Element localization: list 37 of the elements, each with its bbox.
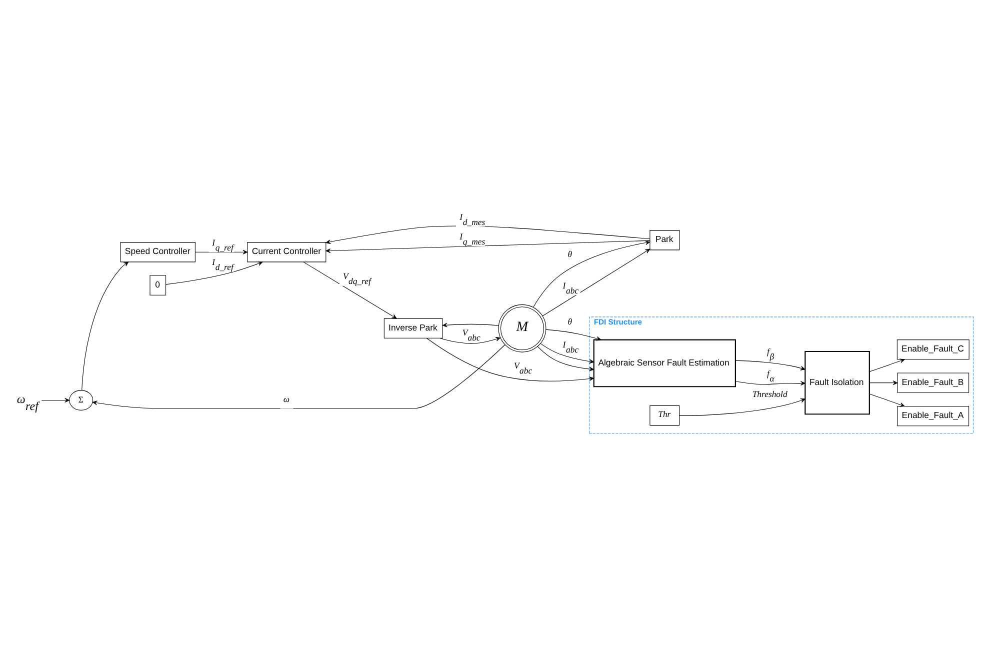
node-ellipse: Σ	[69, 390, 94, 410]
arrow	[735, 360, 806, 370]
node-box: 0	[150, 275, 166, 296]
node-box: Enable_Fault_C	[896, 340, 970, 360]
arrow	[82, 262, 129, 390]
arrow	[735, 381, 806, 386]
node-box: Current Controller	[247, 242, 326, 262]
arrow	[537, 346, 594, 372]
arrow	[542, 248, 650, 316]
node-box: Enable_Fault_A	[897, 406, 970, 426]
arrow	[546, 329, 602, 341]
node-box: Speed Controller	[120, 242, 196, 262]
node-box: Park	[650, 230, 680, 250]
node-box: Algebraic Sensor Fault Estimation	[593, 339, 736, 388]
edge-label: ω	[283, 394, 290, 404]
edge-label: θ	[568, 316, 572, 326]
arrow	[869, 358, 905, 372]
arrow	[869, 380, 898, 386]
edge-label: θ	[568, 248, 572, 259]
node-box: Thr	[650, 405, 680, 426]
edge-label: Threshold	[752, 388, 788, 399]
arrow	[540, 343, 594, 364]
arrow	[92, 344, 506, 409]
arrow	[303, 262, 397, 319]
node-box: Enable_Fault_B	[897, 372, 970, 393]
node-box: Inverse Park	[384, 318, 443, 338]
arrow	[442, 322, 499, 328]
arrow	[166, 261, 263, 285]
arrow	[326, 226, 650, 244]
arrow	[532, 240, 650, 308]
arrow	[440, 336, 501, 344]
arrow	[679, 398, 806, 416]
arrow	[869, 394, 905, 407]
arrow	[326, 240, 650, 253]
arrow	[41, 398, 70, 402]
arrow	[194, 250, 248, 254]
node-box: Fault Isolation	[804, 350, 870, 415]
